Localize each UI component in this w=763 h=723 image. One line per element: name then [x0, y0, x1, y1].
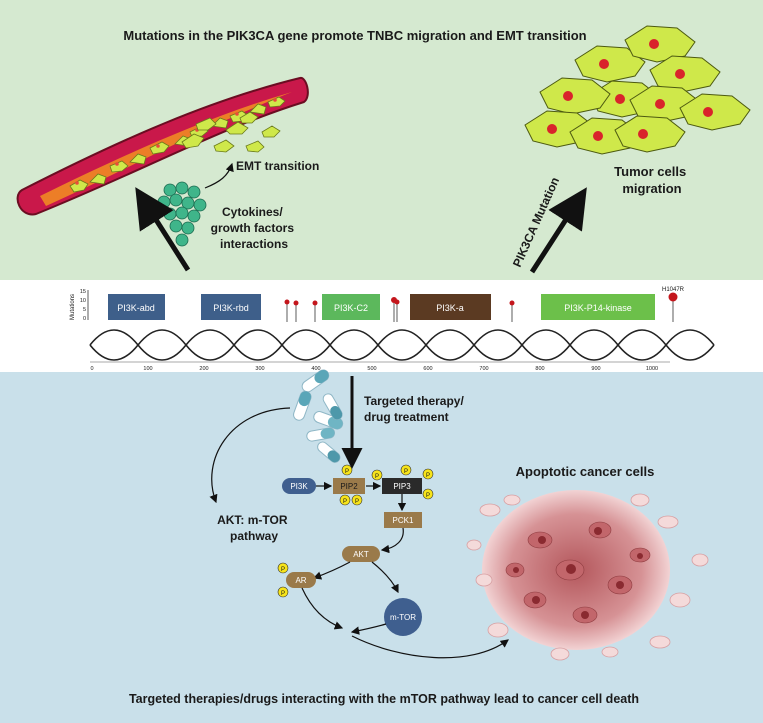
mutations-axis-label: Mutations — [70, 294, 76, 320]
svg-text:P: P — [426, 473, 430, 479]
emt-transition-label: EMT transition — [236, 159, 319, 173]
domain-label-a: PI3K-a — [436, 303, 464, 313]
x-tick-500: 500 — [367, 366, 376, 372]
pi3k-node — [282, 478, 316, 494]
pip3-node-label: PIP3 — [393, 482, 411, 491]
ar-phospho-groups: P P — [277, 562, 289, 598]
akt-pathway-curved-arrow — [209, 407, 291, 504]
domain-label-abd: PI3K-abd — [117, 303, 155, 313]
domain-box-a — [410, 294, 491, 320]
svg-text:P: P — [404, 469, 408, 475]
domain-box-abd — [108, 294, 165, 320]
domain-label-kinase: PI3K-P14-kinase — [564, 303, 632, 313]
x-tick-800: 800 — [535, 366, 544, 372]
right-upward-arrow — [529, 187, 587, 274]
pip2-node-label: PIP2 — [340, 482, 358, 491]
mtor-node-label: m-TOR — [390, 613, 416, 622]
pip3-node — [382, 478, 422, 494]
y-tick-10: 10 — [80, 298, 86, 304]
x-tick-300: 300 — [255, 366, 264, 372]
drug-pills — [293, 369, 344, 463]
svg-text:P: P — [375, 474, 379, 480]
emt-curved-arrow — [204, 162, 234, 189]
svg-text:P: P — [426, 493, 430, 499]
emt-escaping-cells — [181, 111, 281, 153]
therapy-label: Targeted therapy/ drug treatment — [364, 394, 467, 424]
mtor-node — [384, 598, 422, 636]
top-panel-title: Mutations in the PIK3CA gene promote TNB… — [123, 28, 586, 43]
x-tick-100: 100 — [143, 366, 152, 372]
gene-map: Mutations 15 10 5 0 PI3K-abd PI3K-rbd PI… — [70, 287, 715, 372]
ar-node-label: AR — [295, 576, 306, 585]
x-tick-200: 200 — [199, 366, 208, 372]
domain-box-kinase — [541, 294, 655, 320]
helix-strand-a — [89, 329, 715, 361]
domain-box-rbd — [201, 294, 261, 320]
x-axis-ticks: 0 100 200 300 400 500 600 700 800 900 10… — [90, 366, 658, 372]
apoptotic-tumor-mass — [466, 490, 709, 661]
left-upward-arrow — [135, 187, 191, 272]
ar-node — [286, 572, 316, 588]
y-tick-5: 5 — [83, 307, 86, 313]
pip3-input-phospho: P — [371, 469, 383, 481]
x-tick-900: 900 — [591, 366, 600, 372]
pip2-phospho-groups: P P P — [339, 464, 363, 506]
domain-label-rbd: PI3K-rbd — [213, 303, 249, 313]
pip2-node — [333, 478, 365, 494]
akt-mtor-pathway-label: AKT: m-TOR pathway — [217, 513, 291, 543]
x-tick-0: 0 — [90, 366, 93, 372]
svg-text:P: P — [281, 591, 285, 597]
to-apoptosis-arrow — [351, 635, 509, 659]
tumor-migration-label: Tumor cells migration — [614, 164, 690, 196]
svg-text:P: P — [281, 567, 285, 573]
apoptotic-cells-label: Apoptotic cancer cells — [516, 464, 655, 479]
hotspot-label: H1047R — [662, 287, 685, 293]
svg-text:P: P — [345, 469, 349, 475]
x-tick-400: 400 — [311, 366, 320, 372]
y-tick-15: 15 — [80, 289, 86, 295]
hotspot-marker — [668, 292, 678, 302]
y-tick-0: 0 — [83, 316, 86, 322]
pip3-phospho-groups: P P P — [400, 464, 434, 500]
domain-label-c2: PI3K-C2 — [334, 303, 368, 313]
pck1-node — [384, 512, 422, 528]
svg-text:P: P — [355, 499, 359, 505]
mutation-lollipops — [286, 298, 674, 322]
domain-box-c2 — [322, 294, 380, 320]
helix-strand-b — [89, 329, 715, 361]
x-tick-600: 600 — [423, 366, 432, 372]
x-tick-700: 700 — [479, 366, 488, 372]
akt-node-label: AKT — [353, 550, 369, 559]
x-tick-1000: 1000 — [646, 366, 658, 372]
akt-node — [342, 546, 380, 562]
svg-text:P: P — [343, 499, 347, 505]
cytokines-label: Cytokines/ growth factors interactions — [211, 205, 298, 251]
bottom-caption: Targeted therapies/drugs interacting wit… — [129, 692, 639, 706]
tumor-cells-cluster — [524, 25, 751, 155]
pck1-node-label: PCK1 — [393, 516, 414, 525]
pi3k-node-label: PI3K — [290, 482, 308, 491]
